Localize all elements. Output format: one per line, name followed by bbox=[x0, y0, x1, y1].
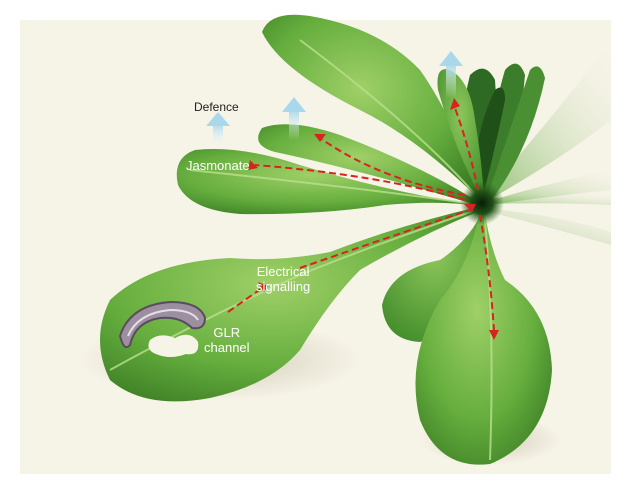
glr-label-line1: GLR bbox=[204, 325, 250, 340]
electrical-label-line2: signalling bbox=[256, 279, 310, 294]
defence-label: Defence bbox=[194, 100, 239, 115]
glr-channel-label: GLR channel bbox=[204, 325, 250, 355]
rosette-center bbox=[460, 181, 504, 225]
electrical-label-line1: Electrical bbox=[256, 264, 310, 279]
bite-hole bbox=[148, 335, 198, 357]
glr-label-line2: channel bbox=[204, 340, 250, 355]
jasmonate-label: Jasmonate bbox=[186, 158, 250, 173]
electrical-signalling-label: Electrical signalling bbox=[256, 264, 310, 294]
